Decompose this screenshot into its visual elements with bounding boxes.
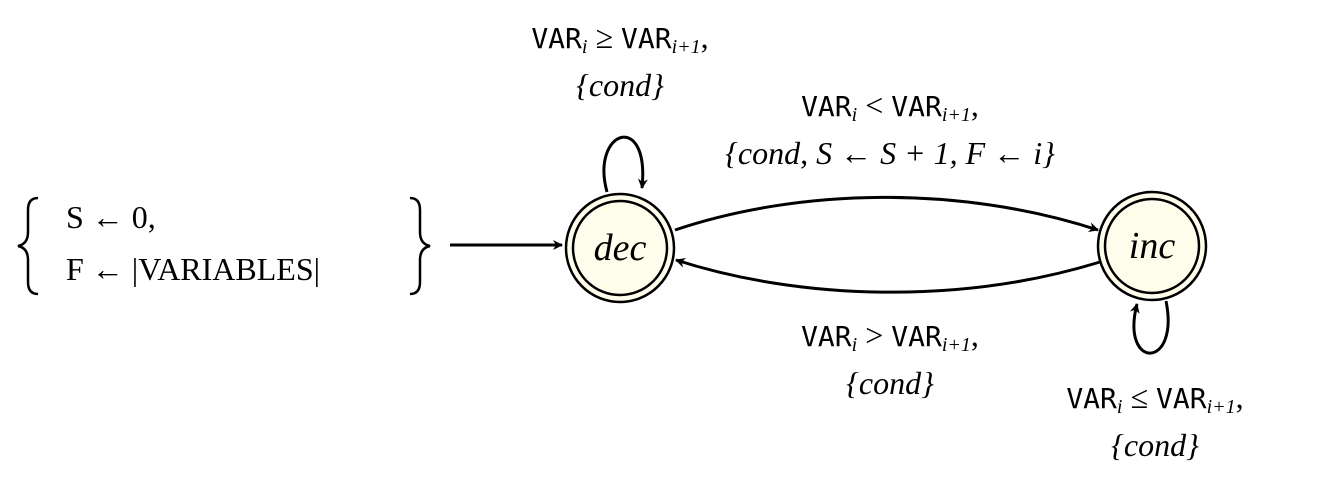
state-dec [564,192,676,304]
right-brace [409,196,431,296]
state-dec-label: dec [593,227,647,269]
dec-to-inc-condition: VARi < VARi+1, [801,87,979,126]
dec-to-inc-action: {cond, S ← S + 1, F ← i} [725,135,1055,171]
dec-self-loop-label: VARi ≥ VARi+1, {cond} [470,18,770,104]
dec-self-loop-condition: VARi ≥ VARi+1, [531,19,709,58]
dec-to-inc-label: VARi < VARi+1, {cond, S ← S + 1, F ← i} [650,86,1130,172]
dec-self-loop [602,135,648,193]
state-inc-label: inc [1128,225,1176,267]
state-inc [1096,190,1208,302]
left-brace [17,196,39,296]
inc-self-loop-action: {cond} [1111,427,1199,463]
inc-self-loop-label: VARi ≤ VARi+1, {cond} [1005,378,1305,464]
inc-to-dec-action: {cond} [846,365,934,401]
dec-to-inc-edge [674,195,1099,232]
inc-to-dec-label: VARi > VARi+1, {cond} [740,316,1040,402]
inc-to-dec-edge [675,258,1101,294]
inc-self-loop-condition: VARi ≤ VARi+1, [1066,379,1244,418]
dec-self-loop-action: {cond} [576,67,664,103]
initial-s-assignment: S ← 0, [66,199,156,235]
inc-self-loop [1129,300,1170,355]
inc-to-dec-condition: VARi > VARi+1, [801,317,979,356]
initial-f-assignment: F ← |VARIABLES| [66,251,321,287]
